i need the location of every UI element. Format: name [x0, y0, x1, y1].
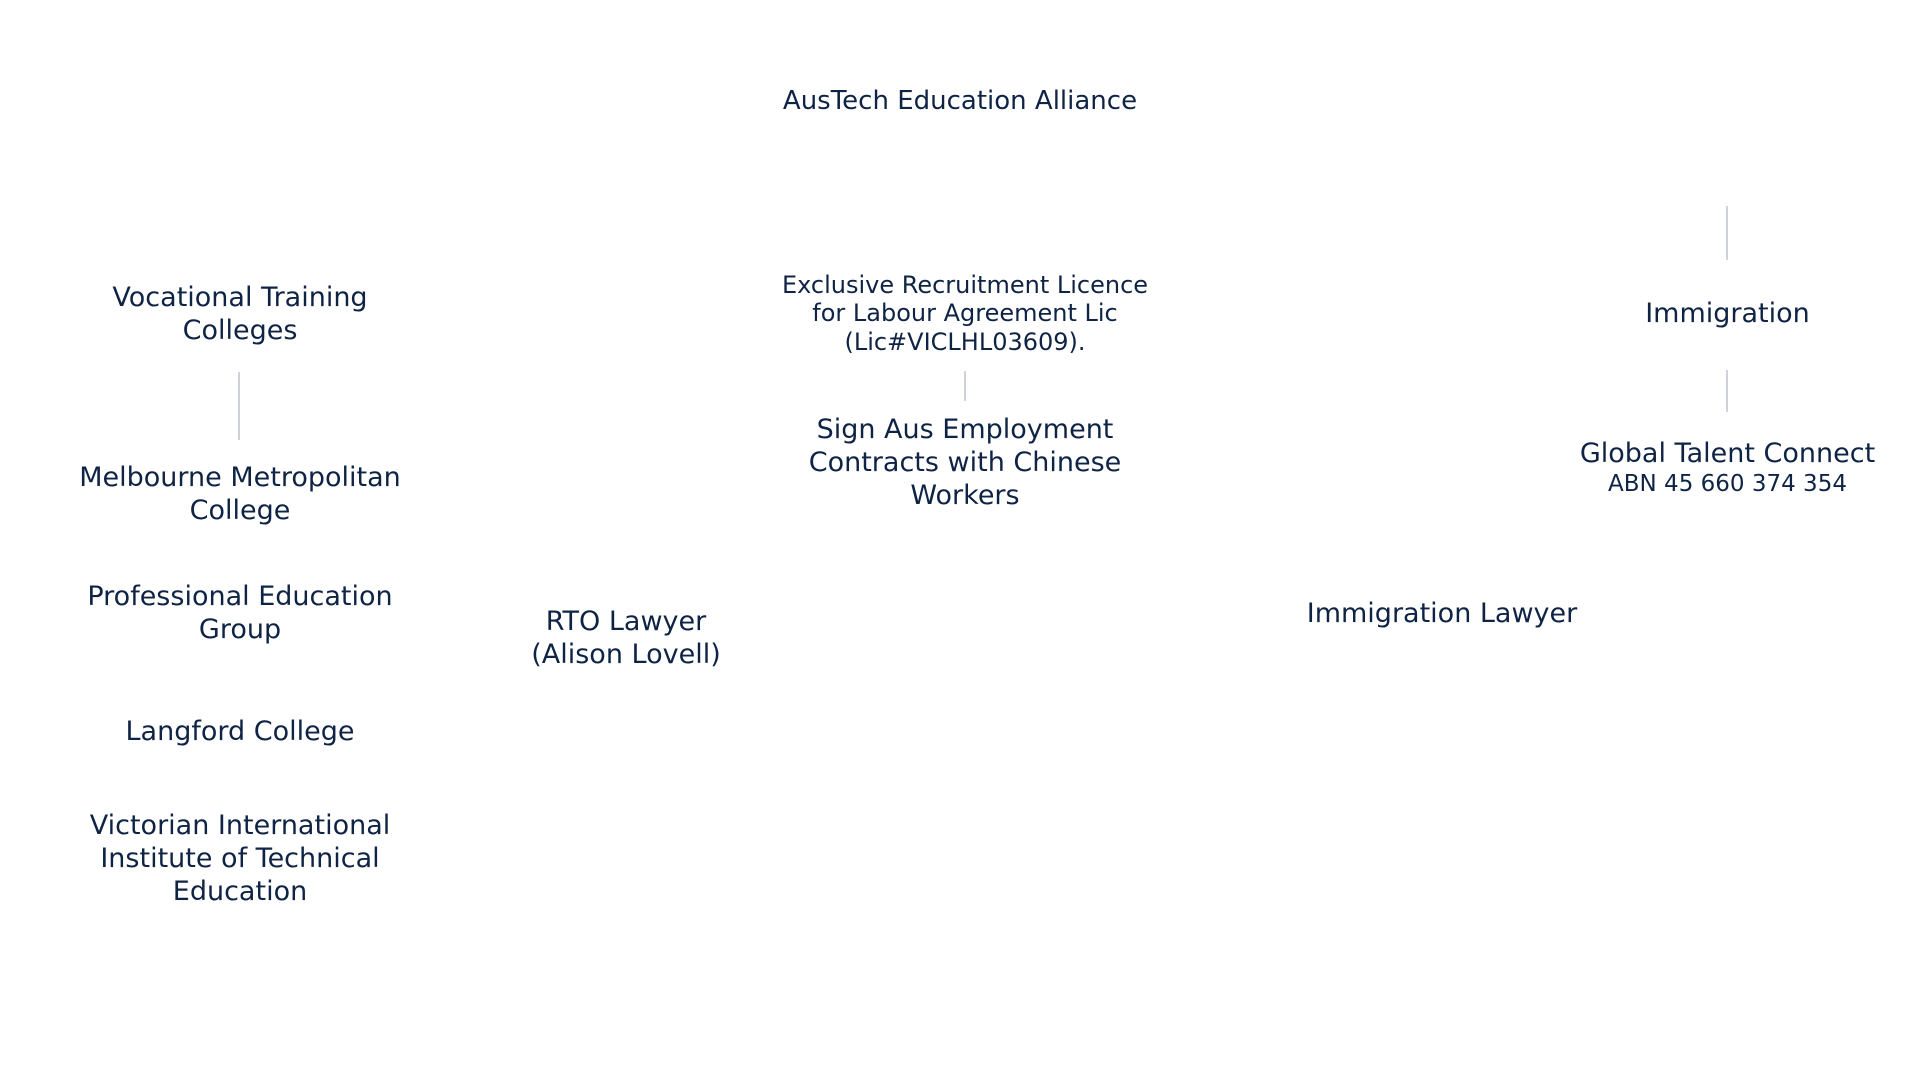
- node-label-line: for Labour Agreement Lic: [812, 299, 1118, 328]
- node-global-talent-connect: Global Talent Connect: [1579, 438, 1876, 469]
- node-label-line: (Lic#VICLHL03609).: [844, 327, 1086, 356]
- node-label-line: Vocational Training: [112, 282, 368, 313]
- node-label-line: Professional Education: [87, 581, 393, 612]
- node-label-line: Langford College: [125, 716, 355, 747]
- node-immigration-lawyer: Immigration Lawyer: [1306, 598, 1578, 629]
- node-melbourne-metropolitan-college: Melbourne Metropolitan College: [40, 462, 440, 528]
- node-label-line: Workers: [910, 479, 1020, 511]
- node-label-line: Group: [198, 613, 282, 645]
- node-vocational-training-colleges: Vocational Training Colleges: [40, 282, 440, 348]
- node-professional-education-group: Professional Education Group: [40, 581, 440, 647]
- node-abn-number: ABN 45 660 374 354: [1608, 471, 1847, 497]
- node-label-line: RTO Lawyer: [545, 606, 707, 637]
- node-label-line: Contracts with Chinese: [808, 446, 1122, 478]
- node-exclusive-recruitment-licence: Exclusive Recruitment Licence for Labour…: [760, 271, 1170, 356]
- node-sign-employment-contracts: Sign Aus Employment Contracts with Chine…: [760, 414, 1170, 513]
- connector-line: [238, 372, 240, 440]
- node-label-line: Exclusive Recruitment Licence: [781, 271, 1149, 299]
- node-label-line: Victorian International: [89, 810, 391, 841]
- node-victorian-international-institute: Victorian International Institute of Tec…: [40, 810, 440, 909]
- connector-line: [1726, 206, 1728, 260]
- node-immigration: Immigration: [1645, 298, 1810, 329]
- node-rto-lawyer: RTO Lawyer (Alison Lovell): [476, 606, 776, 672]
- connector-line: [1726, 370, 1728, 412]
- node-label-line: (Alison Lovell): [531, 638, 721, 670]
- node-langford-college: Langford College: [40, 716, 440, 749]
- node-label-line: College: [189, 494, 291, 526]
- alliance-title: AusTech Education Alliance: [782, 86, 1138, 116]
- node-label-line: Institute of Technical: [100, 842, 380, 874]
- connector-line: [964, 371, 966, 401]
- node-label-line: Colleges: [182, 314, 298, 346]
- node-label-line: Education: [172, 875, 308, 907]
- node-label-line: Sign Aus Employment: [816, 414, 1114, 445]
- node-label-line: Melbourne Metropolitan: [79, 462, 401, 493]
